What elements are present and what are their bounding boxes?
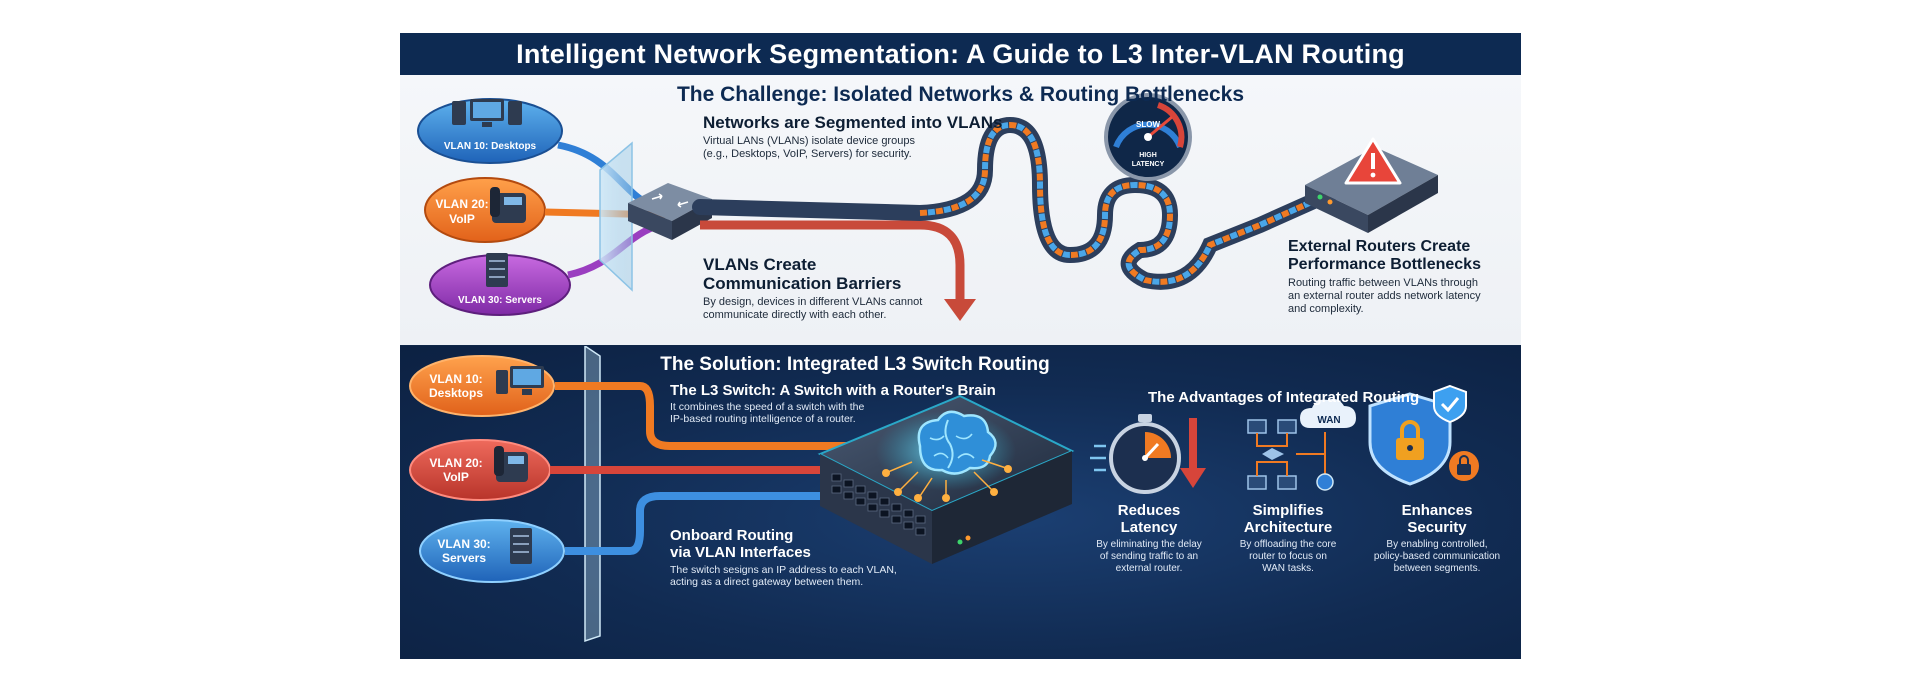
server-icon — [510, 528, 532, 564]
onboard-line2: acting as a direct gateway between them. — [670, 576, 864, 588]
vlan-barrier-glass — [599, 141, 633, 292]
infographic: Intelligent Network Segmentation: A Guid… — [400, 33, 1521, 659]
advantage-desc-line1: By enabling controlled, — [1386, 539, 1488, 550]
advantage-title-line2: Latency — [1120, 518, 1178, 536]
vlan30-servers-node: VLAN 30: Servers — [429, 253, 571, 316]
solution-vlan20-label-line2: VoIP — [443, 470, 469, 484]
vlan20-label-line1: VLAN 20: — [435, 197, 488, 211]
advantage-desc-line3: between segments. — [1393, 563, 1481, 574]
solution-vlan20-label-line1: VLAN 20: — [429, 456, 482, 470]
solution-vlan30-label-line1: VLAN 30: — [437, 537, 490, 551]
vlan10-desktops-node: VLAN 10: Desktops — [417, 98, 563, 164]
bottleneck-line2: an external router adds network latency — [1288, 290, 1481, 302]
advantage-reduces-latency: Reduces Latency By eliminating the delay… — [1084, 502, 1214, 575]
vlan30-label: VLAN 30: Servers — [458, 295, 542, 306]
advantage-title-line2: Security — [1407, 518, 1467, 536]
bottleneck-title-line1: External Routers Create — [1288, 238, 1471, 255]
solution-vlan20-node: VLAN 20: VoIP — [409, 439, 551, 501]
solution-vlan10-node: VLAN 10: Desktops — [409, 355, 555, 417]
warning-icon — [1344, 137, 1402, 185]
vlan10-cable — [555, 382, 850, 450]
l3switch-title: The L3 Switch: A Switch with a Router's … — [670, 382, 996, 399]
segmented-title: Networks are Segmented into VLANs — [703, 113, 1003, 132]
advantage-title-line2: Architecture — [1243, 518, 1333, 536]
checkmark-icon — [1433, 384, 1467, 424]
advantage-desc-line2: of sending traffic to an — [1099, 551, 1199, 562]
latency-gauge-icon: SLOW HIGH LATENCY — [1104, 93, 1192, 181]
wan-label: WAN — [1317, 415, 1340, 426]
challenge-heading: The Challenge: Isolated Networks & Routi… — [676, 83, 1245, 106]
barriers-title-line2: Communication Barriers — [703, 274, 902, 293]
down-arrow-icon — [944, 299, 976, 321]
onboard-title-line2: via VLAN Interfaces — [670, 544, 811, 561]
solution-heading: The Solution: Integrated L3 Switch Routi… — [660, 354, 1050, 375]
stopwatch-icon — [1090, 414, 1181, 494]
cloud-icon: WAN — [1300, 398, 1356, 428]
brain-icon — [876, 410, 1016, 502]
vlan20-label-line2: VoIP — [449, 212, 475, 226]
l3switch-line1: It combines the speed of a switch with t… — [670, 401, 865, 413]
segmented-line1: Virtual LANs (VLANs) isolate device grou… — [703, 135, 915, 147]
vlan-barrier-glass — [584, 346, 601, 643]
solution-illustration: VLAN 10: Desktops VLAN 20: VoIP — [409, 346, 1479, 643]
gauge-slow-label: SLOW — [1136, 120, 1160, 129]
advantage-desc-line1: By eliminating the delay — [1096, 539, 1202, 550]
vlan30-cable — [565, 492, 840, 555]
traffic-packets-blue — [919, 121, 1392, 285]
bottleneck-line3: and complexity. — [1288, 303, 1364, 315]
shield-lock-icon — [1368, 392, 1452, 486]
page-title: Intelligent Network Segmentation: A Guid… — [516, 38, 1405, 69]
vlan20-voip-node: VLAN 20: VoIP — [424, 177, 546, 243]
onboard-line1: The switch sesigns an IP address to each… — [670, 564, 897, 576]
desktop-computer-icon — [452, 99, 522, 127]
challenge-illustration: VLAN 10: Desktops VLAN 20: VoIP — [417, 93, 1438, 321]
l3switch-line2: IP-based routing intelligence of a route… — [670, 413, 856, 425]
advantage-desc-line3: WAN tasks. — [1262, 563, 1314, 574]
network-topology-icon — [1247, 419, 1334, 491]
solution-vlan30-label-line2: Servers — [442, 551, 486, 565]
padlock-icon — [1449, 451, 1479, 481]
advantage-desc-line2: router to focus on — [1249, 551, 1327, 562]
ip-phone-icon — [490, 187, 526, 223]
solution-section: VLAN 10: Desktops VLAN 20: VoIP — [400, 346, 1521, 659]
vlan10-label: VLAN 10: Desktops — [444, 141, 537, 152]
title-bar: Intelligent Network Segmentation: A Guid… — [400, 33, 1521, 75]
solution-vlan30-node: VLAN 30: Servers — [419, 519, 565, 583]
challenge-section: VLAN 10: Desktops VLAN 20: VoIP — [400, 75, 1521, 345]
solution-vlan10-label-line2: Desktops — [429, 386, 483, 400]
onboard-title-line1: Onboard Routing — [670, 527, 794, 544]
barriers-line2: communicate directly with each other. — [703, 309, 887, 321]
advantage-title-line1: Enhances — [1401, 502, 1473, 519]
down-arrow-icon — [1180, 418, 1206, 488]
segmented-line2: (e.g., Desktops, VoIP, Servers) for secu… — [703, 148, 912, 160]
server-icon — [486, 253, 508, 287]
solution-vlan10-label-line1: VLAN 10: — [429, 372, 482, 386]
desktop-computer-icon — [496, 366, 544, 395]
advantage-desc-line1: By offloading the core — [1239, 539, 1337, 550]
traffic-packets-orange — [919, 121, 1392, 285]
advantage-desc-line3: external router. — [1115, 563, 1183, 574]
bottleneck-title-line2: Performance Bottlenecks — [1288, 256, 1481, 273]
gauge-latency-label: LATENCY — [1132, 161, 1165, 168]
gauge-high-label: HIGH — [1139, 152, 1157, 159]
advantage-enhances-security: Enhances Security By enabling controlled… — [1362, 502, 1512, 575]
advantage-desc-line2: policy-based communication — [1373, 551, 1501, 562]
barriers-title-line1: VLANs Create — [703, 255, 817, 274]
advantages-heading: The Advantages of Integrated Routing — [1148, 389, 1420, 406]
advantage-simplifies-architecture: Simplifies Architecture By offloading th… — [1223, 502, 1353, 575]
ip-phone-icon — [494, 446, 528, 482]
blocked-traffic-path — [700, 220, 965, 303]
advantage-title-line1: Reduces — [1117, 502, 1181, 519]
advantage-title-line1: Simplifies — [1252, 502, 1324, 519]
bottleneck-line1: Routing traffic between VLANs through — [1288, 277, 1478, 289]
barriers-line1: By design, devices in different VLANs ca… — [703, 296, 923, 308]
